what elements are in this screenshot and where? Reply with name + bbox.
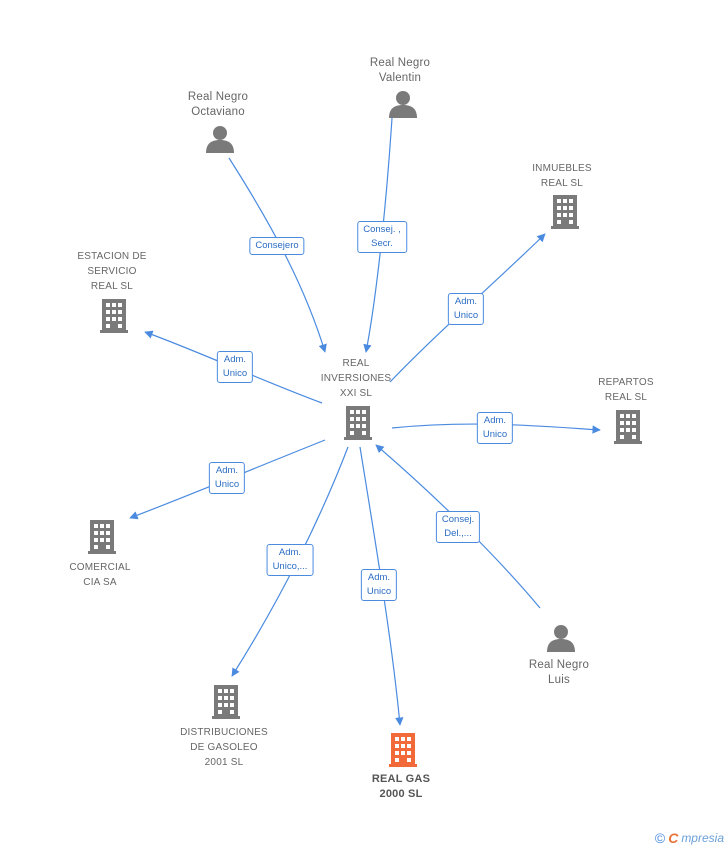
edge-label-line: Consej. , [363,224,401,235]
edge-label-line: Consejero [255,240,299,251]
edge-label-line: Unico [222,368,248,379]
edge-label-line: Unico [482,429,508,440]
node-label-line: Valentin [378,72,422,84]
brand-logo-initial: C [668,830,679,846]
edge-label-inmuebles_real-2[interactable]: Adm. Unico [447,293,485,325]
node-label-line: ESTACION DE [77,251,147,262]
node-label-line: REPARTOS [598,377,654,388]
edge-label-line: Unico [453,310,479,321]
node-label-real_gas[interactable]: REAL GAS 2000 SL [372,772,430,802]
node-label-line: XXI SL [339,388,373,399]
edge-label-estacion_servicio-3[interactable]: Adm. Unico [216,351,254,383]
building-icon-repartos_real[interactable] [614,410,642,444]
edge-label-line: Adm. [215,465,239,476]
node-label-line: COMERCIAL [69,562,131,573]
edge-label-line: Adm. [454,296,478,307]
person-icon-real_negro_octaviano[interactable] [206,126,234,153]
node-label-real_inversiones[interactable]: REAL INVERSIONES XXI SL [321,356,392,401]
building-icon-real_inversiones[interactable] [344,406,372,440]
node-label-line: INVERSIONES [320,373,392,384]
building-icon-comercial_cia[interactable] [88,520,116,554]
edge-label-line: Secr. [371,238,393,249]
node-label-repartos_real[interactable]: REPARTOS REAL SL [598,375,654,405]
node-label-line: Real Negro [187,91,249,103]
edge-label-real_inversiones-0[interactable]: Consejero [249,237,305,255]
person-icon-real_negro_valentin[interactable] [389,91,417,118]
node-label-estacion_servicio[interactable]: ESTACION DE SERVICIO REAL SL [77,249,146,294]
person-icon-real_negro_luis[interactable] [547,625,575,652]
edge-label-line: Adm. [483,415,507,426]
node-label-line: Real Negro [369,57,431,69]
edge-label-real_inversiones-1[interactable]: Consej. , Secr. [357,221,407,253]
edge-label-comercial_cia-5[interactable]: Adm. Unico [208,462,246,494]
node-label-line: REAL SL [604,392,648,403]
node-label-comercial_cia[interactable]: COMERCIAL CIA SA [69,560,130,590]
edge-label-line: Adm. [278,547,302,558]
node-label-line: 2001 SL [204,757,244,768]
node-label-distribuciones_gasoleo[interactable]: DISTRIBUCIONES DE GASOLEO 2001 SL [180,725,268,770]
building-icon-real_gas[interactable] [389,733,417,767]
brand-logo-text: mpresia [681,831,724,845]
edge-real_negro_octaviano-to-real_inversiones [228,157,327,353]
building-icon-estacion_servicio[interactable] [100,299,128,333]
node-label-line: 2000 SL [379,788,423,800]
edge-label-line: Del.,... [444,528,472,539]
node-label-line: CIA SA [83,577,117,588]
node-label-inmuebles_real[interactable]: INMUEBLES REAL SL [532,161,592,191]
node-label-line: REAL SL [540,178,584,189]
copyright-symbol: © [654,830,666,846]
node-label-line: DISTRIBUCIONES [180,727,268,738]
node-label-line: DE GASOLEO [190,742,258,753]
edge-label-repartos_real-4[interactable]: Adm. Unico [476,412,514,444]
edge-label-line: Adm. [223,354,247,365]
edge-label-line: Unico [214,479,240,490]
edge-label-line: Consej. [441,514,475,525]
node-label-line: Luis [548,674,570,686]
node-label-line: SERVICIO [87,266,137,277]
edge-label-line: Unico [366,586,392,597]
node-label-line: REAL GAS [371,773,431,785]
node-label-line: REAL [342,358,370,369]
edge-label-line: Adm. [367,572,391,583]
building-icon-inmuebles_real[interactable] [551,195,579,229]
node-label-line: Octaviano [191,106,245,118]
edge-label-distribuciones_gasoleo-7[interactable]: Adm. Unico,... [266,544,314,576]
node-label-line: INMUEBLES [532,163,592,174]
edge-label-real_inversiones-6[interactable]: Consej. Del.,... [435,511,481,543]
node-label-line: REAL SL [90,281,134,292]
building-icon-distribuciones_gasoleo[interactable] [212,685,240,719]
edge-label-real_gas-8[interactable]: Adm. Unico [360,569,398,601]
edge-label-line: Unico,... [272,561,308,572]
node-label-line: Real Negro [528,659,590,671]
